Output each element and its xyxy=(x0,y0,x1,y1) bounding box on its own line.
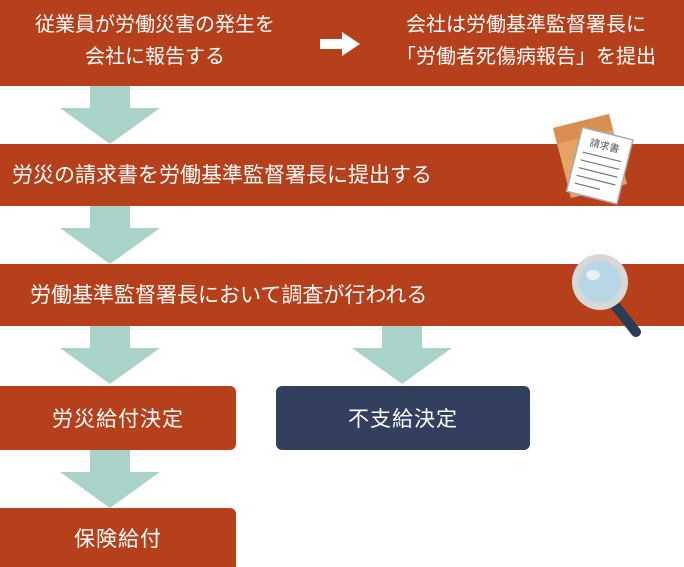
step1-right-line2: 「労働者死傷病報告」を提出 xyxy=(396,44,656,68)
down-arrow-2 xyxy=(60,206,160,264)
final-box: 保険給付 xyxy=(0,508,236,567)
step2-label: 労災の請求書を労働基準監督署長に提出する xyxy=(12,163,432,187)
down-arrow-4 xyxy=(60,450,160,508)
denied-label: 不支給決定 xyxy=(348,407,458,431)
final-label: 保険給付 xyxy=(74,526,162,551)
approved-box: 労災給付決定 xyxy=(0,386,236,450)
right-arrow-icon xyxy=(320,32,360,56)
approved-label: 労災給付決定 xyxy=(52,407,184,431)
step1-left-text: 従業員が労働災害の発生を 会社に報告する xyxy=(0,8,310,72)
down-arrow-3-left xyxy=(60,326,160,384)
down-arrow-3-right xyxy=(352,326,452,384)
step1-left-line2: 会社に報告する xyxy=(85,44,225,68)
step3-bar xyxy=(0,264,684,326)
step3-label: 労働基準監督署長において調査が行われる xyxy=(30,283,428,307)
down-arrow-1 xyxy=(60,86,160,144)
step1-right-line1: 会社は労働基準監督署長に xyxy=(406,12,646,36)
denied-box: 不支給決定 xyxy=(276,386,530,450)
step1-right-text: 会社は労働基準監督署長に 「労働者死傷病報告」を提出 xyxy=(368,8,684,72)
magnifier-icon xyxy=(572,254,641,337)
step1-left-line1: 従業員が労働災害の発生を xyxy=(35,12,275,36)
document-icon: 請求書 xyxy=(553,114,634,205)
